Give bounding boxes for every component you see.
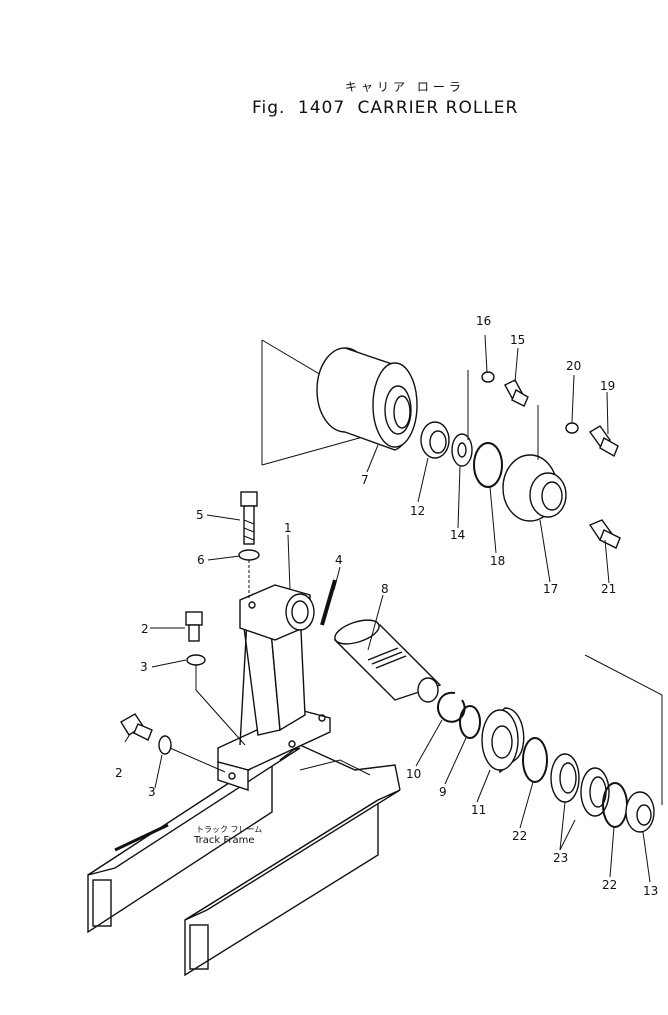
bracket-base-hole-3 xyxy=(318,714,326,722)
callout-3-lower: 3 xyxy=(148,785,156,799)
bushing-11-face xyxy=(481,709,519,771)
callout-18: 18 xyxy=(490,554,505,568)
bushing-12 xyxy=(420,421,450,459)
o-ring-18 xyxy=(473,442,503,488)
bolt-2-upper-shank xyxy=(188,624,200,642)
bushing-11-bore xyxy=(491,725,513,759)
pin-4 xyxy=(320,579,337,626)
bolt-2-upper xyxy=(185,611,203,642)
callout-labels: 1 2 2 3 3 4 5 6 7 8 9 10 11 12 13 14 15 … xyxy=(115,314,658,898)
bushing-11 xyxy=(481,707,525,774)
washer-20 xyxy=(565,422,579,434)
floating-seal-23 xyxy=(550,753,610,817)
japanese-title: キャリア ローラ xyxy=(345,80,465,94)
track-frame-label-jp: トラック フレーム xyxy=(196,825,262,834)
snap-ring-10 xyxy=(436,691,466,723)
assembly-line-2 xyxy=(195,665,246,746)
fig-number: 1407 xyxy=(297,98,346,118)
callout-17: 17 xyxy=(543,582,558,596)
bracket-bore-inner xyxy=(291,600,309,624)
bushing-12-bore xyxy=(429,430,447,454)
roller-7-bore-inner xyxy=(393,395,411,429)
track-frame-rail-upper-end xyxy=(92,879,112,927)
callout-13: 13 xyxy=(643,884,658,898)
track-frame-mark xyxy=(114,823,169,852)
washer-3-upper xyxy=(186,654,206,666)
track-frame-label-en: Track Frame xyxy=(193,835,255,846)
bolt-21 xyxy=(588,519,621,549)
thrust-ring-14 xyxy=(451,433,473,467)
callout-6: 6 xyxy=(197,553,205,567)
ring-9 xyxy=(459,705,481,739)
bracket-column-edge xyxy=(239,619,248,746)
bolt-2-lower-shank xyxy=(133,723,153,741)
leader-lines xyxy=(124,334,651,883)
cover-17-boss xyxy=(529,472,567,518)
bracket-bore xyxy=(285,593,315,631)
callout-5: 5 xyxy=(196,508,204,522)
assembly-frame-right xyxy=(584,654,663,805)
callout-3-upper: 3 xyxy=(140,660,148,674)
pin-4-body xyxy=(320,579,337,626)
callout-21: 21 xyxy=(601,582,616,596)
bolt-5-shank xyxy=(243,505,255,545)
callout-7: 7 xyxy=(361,473,369,487)
callout-14: 14 xyxy=(450,528,465,542)
callout-10: 10 xyxy=(406,767,421,781)
callout-8: 8 xyxy=(381,582,389,596)
bracket xyxy=(217,584,331,791)
cover-17-boss-end xyxy=(541,481,563,511)
bolt-2-lower xyxy=(120,713,153,741)
bracket-base-hole-2 xyxy=(288,740,296,748)
fig-label: Fig. xyxy=(252,98,286,118)
washer-6 xyxy=(238,549,260,561)
track-frame-rail-lower-end xyxy=(189,924,209,970)
title-text: CARRIER ROLLER xyxy=(357,98,519,118)
shaft-8-end xyxy=(334,619,380,645)
callout-22-left: 22 xyxy=(512,829,527,843)
washer-16 xyxy=(481,371,495,383)
callout-9: 9 xyxy=(439,785,447,799)
bolt-19 xyxy=(588,425,619,458)
bolt-5 xyxy=(240,491,258,545)
callout-4: 4 xyxy=(335,553,343,567)
track-frame-cross xyxy=(279,744,401,791)
callout-12: 12 xyxy=(410,504,425,518)
bolt-15 xyxy=(504,379,529,407)
bolt-5-head xyxy=(240,491,258,507)
callout-15: 15 xyxy=(510,333,525,347)
callout-16: 16 xyxy=(476,314,491,328)
callout-20: 20 xyxy=(566,359,581,373)
roller-7-bore xyxy=(384,385,412,435)
bracket-base-hole-1 xyxy=(228,772,236,780)
shaft-8 xyxy=(333,619,442,703)
callout-2-lower: 2 xyxy=(115,766,123,780)
bushing-12-face xyxy=(420,421,450,459)
callout-23: 23 xyxy=(553,851,568,865)
thrust-ring-14-bore xyxy=(457,442,467,458)
floating-seal-23-a xyxy=(550,753,580,803)
o-ring-22-left xyxy=(522,737,548,783)
callout-22-right: 22 xyxy=(602,878,617,892)
callout-1: 1 xyxy=(284,521,292,535)
cover-13 xyxy=(625,791,655,833)
callout-11: 11 xyxy=(471,803,486,817)
bracket-bolt-hole xyxy=(248,601,256,609)
cover-13-boss xyxy=(636,804,652,826)
bolt-2-upper-head xyxy=(185,611,203,626)
callout-2-upper: 2 xyxy=(141,622,149,636)
figure-title: Fig. 1407 CARRIER ROLLER xyxy=(252,98,524,118)
cover-17 xyxy=(502,454,567,522)
assembly-line-3 xyxy=(169,747,226,773)
cover-13-face xyxy=(625,791,655,833)
track-frame-hatch xyxy=(299,759,371,776)
shaft-8-tip xyxy=(417,677,439,703)
roller-7 xyxy=(261,339,418,466)
callout-19: 19 xyxy=(600,379,615,393)
bracket-base-side xyxy=(217,761,249,791)
washer-3-lower xyxy=(158,735,172,755)
